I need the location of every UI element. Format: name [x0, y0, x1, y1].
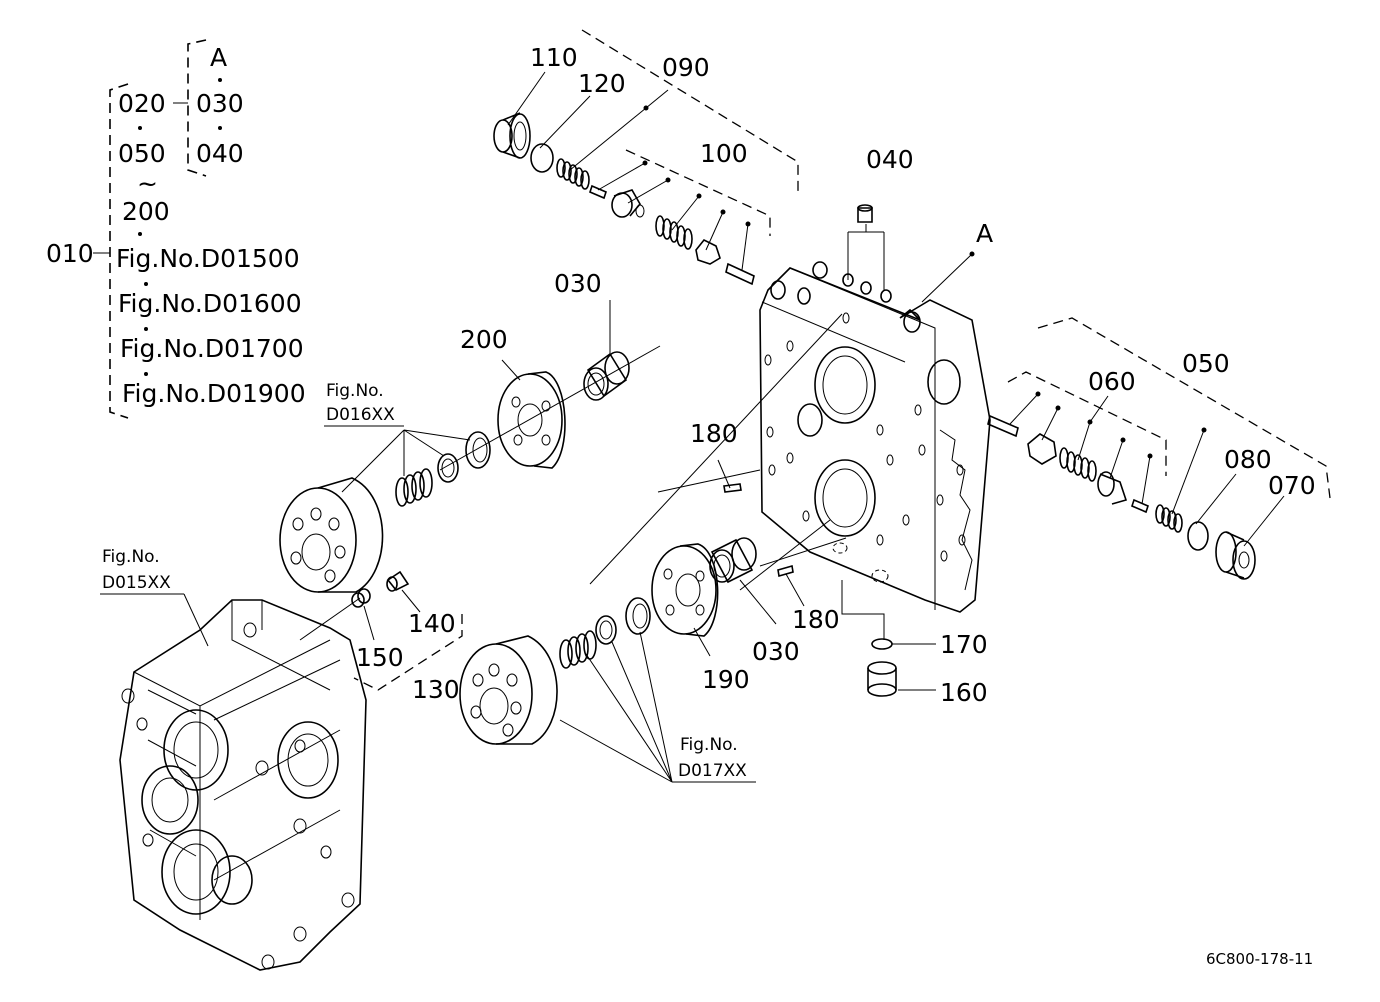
label-a: A	[976, 219, 993, 248]
ref-d017-code: D017XX	[678, 761, 747, 781]
plug-110	[493, 112, 531, 159]
legend-010: 010	[46, 239, 94, 268]
label-030-top: 030	[554, 269, 602, 298]
legend-020: 020	[118, 89, 166, 118]
label-170: 170	[940, 630, 988, 659]
snap-ring-bottom	[625, 597, 651, 635]
spring-bottom	[559, 630, 597, 669]
motor-assembly-lower	[459, 519, 936, 783]
poppet-small	[589, 184, 607, 200]
legend-a: A	[210, 43, 227, 72]
bushing-030-top	[583, 351, 630, 401]
ref-d016-title: Fig.No.	[326, 381, 384, 401]
spring-100	[655, 215, 693, 250]
ref-d017-title: Fig.No.	[680, 735, 738, 755]
valve-housing	[759, 261, 991, 613]
ref-d015-code: D015XX	[102, 573, 171, 593]
valve-140	[386, 570, 410, 592]
relief-valve-top	[493, 29, 799, 286]
label-190: 190	[702, 665, 750, 694]
label-180-top: 180	[690, 419, 738, 448]
label-070: 070	[1268, 471, 1316, 500]
bushing-030-bottom	[709, 537, 757, 584]
label-030-bottom: 030	[752, 637, 800, 666]
label-050: 050	[1182, 349, 1230, 378]
legend-200: 200	[122, 197, 170, 226]
washer-top	[437, 453, 459, 483]
group-060-bracket	[1007, 371, 1167, 476]
label-100: 100	[700, 139, 748, 168]
label-180-bottom: 180	[792, 605, 840, 634]
o-ring-120	[530, 143, 554, 173]
label-160: 160	[940, 678, 988, 707]
legend-fig-d01600: Fig.No.D01600	[118, 289, 302, 318]
motor-assembly-upper	[279, 300, 843, 593]
legend-bracket-a	[187, 39, 207, 177]
plate-190	[651, 543, 719, 657]
label-130: 130	[412, 675, 460, 704]
cylinder-block-top	[279, 477, 384, 593]
check-parts-130	[299, 570, 463, 691]
adjuster-nut-right	[1027, 433, 1057, 465]
spring-090	[556, 158, 590, 190]
ball-150	[351, 588, 371, 608]
legend-fig-d01700: Fig.No.D01700	[120, 334, 304, 363]
adjust-screw-right	[987, 414, 1019, 438]
group-100-bracket	[625, 149, 771, 236]
label-200: 200	[460, 325, 508, 354]
ref-d015-title: Fig.No.	[102, 547, 160, 567]
spring-top	[395, 468, 433, 507]
spring-060	[1059, 447, 1097, 482]
group-090-bracket	[581, 29, 799, 192]
snap-ring-top	[465, 431, 491, 469]
label-080: 080	[1224, 445, 1272, 474]
gear-case-outline	[119, 599, 367, 971]
gear-case	[100, 593, 367, 971]
poppet-right	[1131, 498, 1149, 514]
label-120: 120	[578, 69, 626, 98]
adjust-screw	[725, 262, 755, 286]
pin-180-top	[723, 483, 742, 493]
valve-seat	[611, 189, 645, 218]
ref-d016-code: D016XX	[326, 405, 395, 425]
plate-200	[497, 359, 566, 469]
part-labels: 110 120 090 100 040 A 030 200 180 050 06…	[356, 43, 1316, 707]
legend-fig-d01900: Fig.No.D01900	[122, 379, 306, 408]
legend-fig-d01500: Fig.No.D01500	[116, 244, 300, 273]
relief-valve-right	[987, 317, 1331, 580]
label-150: 150	[356, 643, 404, 672]
legend-040: 040	[196, 139, 244, 168]
figure-references: Fig.No. D016XX Fig.No. D015XX Fig.No. D0…	[102, 381, 747, 781]
label-110: 110	[530, 43, 578, 72]
washer-bottom	[595, 615, 617, 645]
label-040: 040	[866, 145, 914, 174]
legend-bracket-main	[109, 83, 129, 419]
label-060: 060	[1088, 367, 1136, 396]
valve-seat-right	[1097, 471, 1128, 505]
label-140: 140	[408, 609, 456, 638]
legend: A 030 040 020 050 ~ 200 Fig.No.D01500 Fi…	[46, 39, 306, 419]
plug-040	[847, 204, 975, 303]
o-ring-080	[1187, 521, 1209, 551]
adjuster-nut	[695, 238, 721, 265]
drawing-code: 6C800-178-11	[1206, 950, 1313, 968]
plug-070	[1215, 531, 1256, 580]
group-050-bracket	[1037, 317, 1331, 499]
legend-050: 050	[118, 139, 166, 168]
legend-030: 030	[196, 89, 244, 118]
legend-tilde: ~	[137, 169, 158, 198]
pin-180-bottom	[777, 564, 794, 578]
plug-160	[867, 661, 897, 697]
housing-outline	[759, 267, 991, 613]
o-ring-170	[871, 638, 893, 650]
cylinder-block-bottom	[459, 635, 558, 745]
label-090: 090	[662, 53, 710, 82]
spring-050	[1155, 504, 1183, 533]
